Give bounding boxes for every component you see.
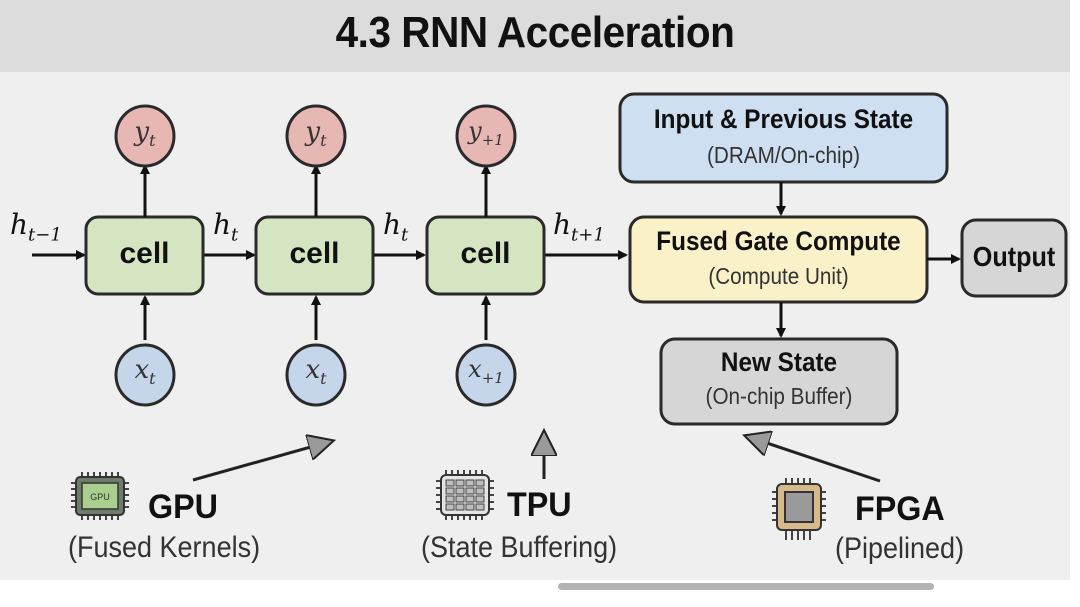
output-node-1: [285, 104, 347, 168]
hidden-label-0: ht−1: [10, 208, 62, 246]
input-label-1: xt: [305, 355, 327, 389]
input-node-2: [455, 343, 517, 407]
output-node-2: [455, 104, 517, 168]
input-node-1: [285, 343, 347, 407]
fpga-label: FPGA: [855, 490, 945, 528]
output-label-2: y+1: [468, 117, 504, 149]
input-state-box: [618, 92, 949, 184]
gpu-description: (Fused Kernels): [68, 531, 261, 564]
gpu-chip-icon: GPU: [71, 472, 129, 520]
new-state-box: [659, 337, 899, 426]
tpu-chip-icon: [436, 470, 494, 520]
output-label-0: yt: [134, 117, 156, 151]
output-label-1: yt: [305, 117, 327, 151]
horizontal-scrollbar[interactable]: [558, 583, 934, 590]
input-node-0: [114, 343, 176, 407]
hidden-label-2: ht: [383, 208, 409, 246]
new-state-title: New State: [720, 347, 838, 377]
fpga-chip-icon: [772, 478, 826, 540]
output-node-0: [114, 104, 176, 168]
gpu-pointer-arrow: [192, 441, 332, 482]
cell-label-1: cell: [289, 237, 340, 270]
new-state-subtitle: (On-chip Buffer): [705, 383, 853, 409]
input-label-2: x+1: [468, 355, 504, 387]
fused-gate-title: Fused Gate Compute: [656, 226, 901, 256]
page-title: 4.3 RNN Acceleration: [335, 8, 735, 57]
input-label-0: xt: [134, 355, 156, 389]
output-box-label: Output: [972, 241, 1056, 272]
hidden-label-3: ht+1: [553, 208, 605, 246]
title-bar: 4.3 RNN Acceleration: [0, 0, 1070, 72]
cell-label-0: cell: [119, 237, 170, 270]
svg-text:GPU: GPU: [90, 492, 110, 502]
tpu-description: (State Buffering): [421, 531, 618, 564]
input-state-title: Input & Previous State: [653, 104, 914, 134]
hidden-label-1: ht: [213, 208, 239, 246]
cell-label-2: cell: [460, 237, 511, 270]
fpga-description: (Pipelined): [835, 532, 965, 565]
tpu-label: TPU: [507, 486, 572, 524]
gpu-label: GPU: [148, 488, 219, 526]
input-state-subtitle: (DRAM/On-chip): [707, 142, 860, 168]
output-box: [960, 218, 1068, 298]
fused-gate-subtitle: (Compute Unit): [708, 263, 849, 289]
fpga-pointer-arrow: [746, 436, 881, 483]
